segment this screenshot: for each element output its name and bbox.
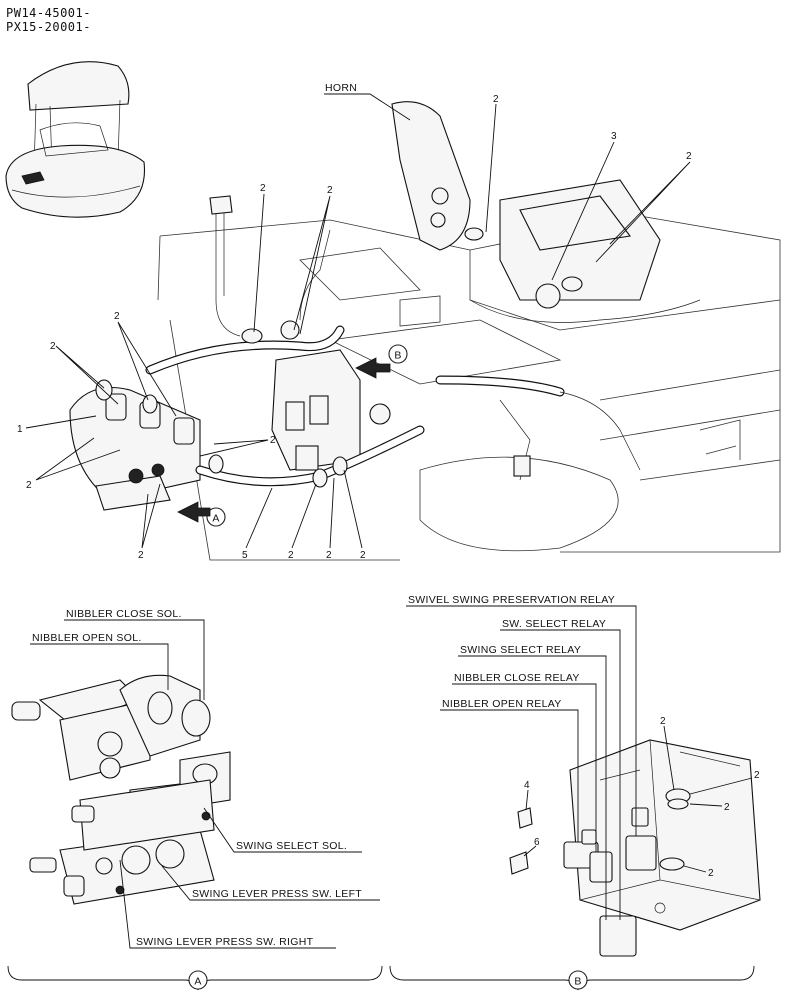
callout-4: 4 (524, 780, 530, 791)
swing-lever-press-sw-left-label: SWING LEVER PRESS SW. LEFT (192, 888, 362, 900)
callout-2: 2 (493, 94, 499, 105)
callout-2: 2 (686, 151, 692, 162)
view-b-marker: B (394, 350, 401, 362)
callout-6: 6 (534, 837, 540, 848)
callout-2: 2 (288, 550, 294, 561)
swivel-swing-preservation-relay-label: SWIVEL SWING PRESERVATION RELAY (408, 594, 615, 606)
swing-lever-press-sw-right-label: SWING LEVER PRESS SW. RIGHT (136, 936, 314, 948)
nibbler-open-relay-label: NIBBLER OPEN RELAY (442, 698, 562, 710)
serial-range-2: PX15-20001- (6, 20, 91, 34)
main-isometric-view: B A HORN 2 3 2 2 2 2 2 1 2 2 2 5 2 (17, 82, 781, 561)
callout-1: 1 (17, 424, 23, 435)
callout-2: 2 (326, 550, 332, 561)
callout-2: 2 (754, 770, 760, 781)
detail-a-solenoid-valves: NIBBLER CLOSE SOL. NIBBLER OPEN SOL. SWI… (7, 608, 383, 991)
nibbler-open-sol-label: NIBBLER OPEN SOL. (32, 632, 142, 644)
callout-2: 2 (138, 550, 144, 561)
callout-2: 2 (660, 716, 666, 727)
callout-2: 2 (270, 435, 276, 446)
machine-thumbnail (5, 61, 146, 218)
callout-2: 2 (50, 341, 56, 352)
callout-2: 2 (260, 183, 266, 194)
callout-3: 3 (611, 131, 617, 142)
nibbler-close-relay-label: NIBBLER CLOSE RELAY (454, 672, 580, 684)
callout-5: 5 (242, 550, 248, 561)
swing-select-relay-label: SWING SELECT RELAY (460, 644, 581, 656)
nibbler-close-sol-label: NIBBLER CLOSE SOL. (66, 608, 182, 620)
callout-2: 2 (708, 868, 714, 879)
callout-2: 2 (724, 802, 730, 813)
horn-label: HORN (325, 82, 357, 94)
detail-b-letter: B (574, 976, 581, 988)
swing-select-sol-label: SWING SELECT SOL. (236, 840, 347, 852)
sw-select-relay-label: SW. SELECT RELAY (502, 618, 606, 630)
view-a-marker: A (212, 513, 219, 525)
callout-2: 2 (360, 550, 366, 561)
detail-b-relays: SWIVEL SWING PRESERVATION RELAY SW. SELE… (389, 594, 761, 991)
callout-2: 2 (327, 185, 333, 196)
detail-a-letter: A (194, 976, 201, 988)
callout-2: 2 (114, 311, 120, 322)
serial-range-1: PW14-45001- (6, 6, 91, 20)
callout-2: 2 (26, 480, 32, 491)
